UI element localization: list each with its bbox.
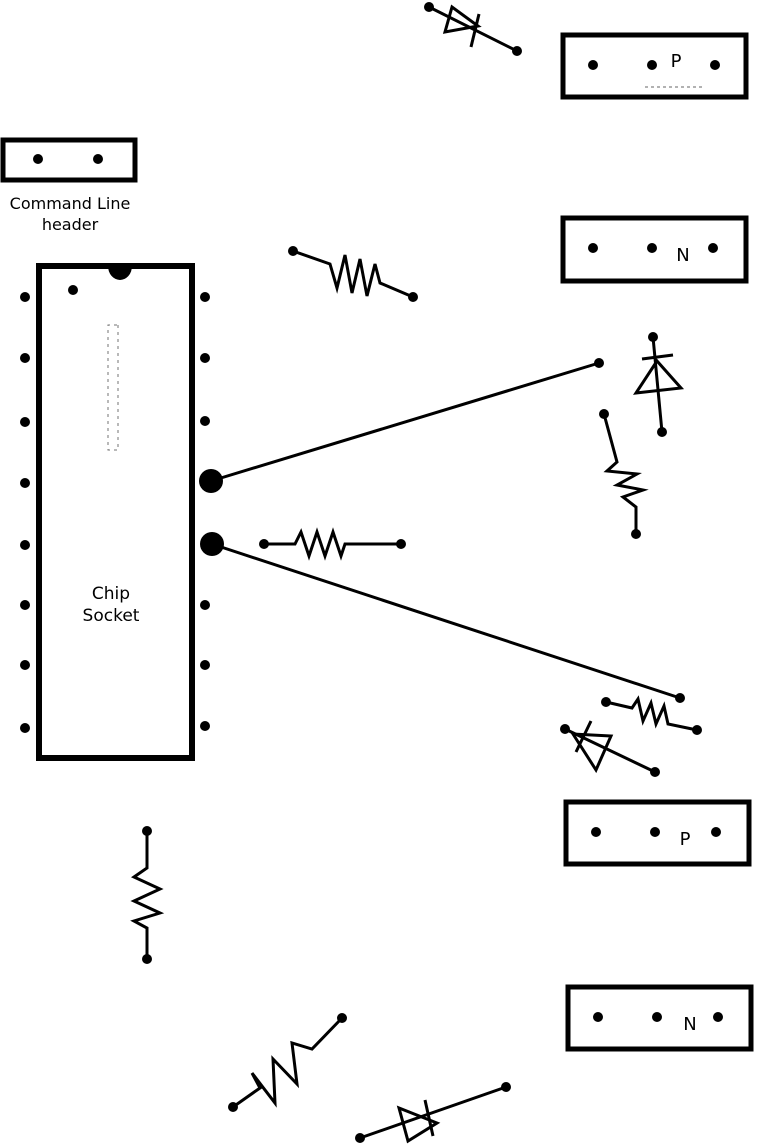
chip-socket-label-2: Socket [83, 606, 140, 626]
pin-one-marker [68, 285, 78, 295]
socket-pin [200, 660, 210, 670]
socket-pin [20, 540, 30, 550]
chip-marking [107, 324, 119, 451]
resistor [599, 409, 649, 539]
resistor [601, 695, 702, 735]
command-line-header [0, 137, 138, 183]
chip-socket-label-1: Chip [92, 584, 130, 604]
socket-pin [200, 416, 210, 426]
socket-pin [20, 353, 30, 363]
wire [211, 542, 681, 700]
socket-pin [20, 292, 30, 302]
socket-pin [20, 478, 30, 488]
chip-socket [20, 263, 224, 761]
header-p-bottom-label: P [680, 829, 691, 850]
wire-end [594, 358, 604, 368]
header-n-bottom-label: N [683, 1014, 696, 1035]
socket-pin [200, 600, 210, 610]
header-n-top [560, 215, 749, 284]
header-p-top-label: P [671, 51, 682, 72]
chip-notch [108, 266, 132, 280]
diode [355, 1082, 511, 1144]
diode [424, 2, 522, 56]
diode [560, 720, 660, 777]
header-pin [93, 154, 103, 164]
socket-pin [20, 660, 30, 670]
resistor [228, 1013, 347, 1112]
wire [210, 361, 600, 483]
resistor [259, 527, 406, 561]
header-pin [33, 154, 43, 164]
wire-end [675, 693, 685, 703]
header-n-bottom [565, 984, 754, 1052]
header-p-top [560, 32, 749, 100]
socket-pin [20, 600, 30, 610]
socket-pin [200, 353, 210, 363]
resistor [288, 246, 418, 302]
socket-pin [20, 723, 30, 733]
command-line-header-label-2: header [42, 215, 99, 234]
resistor [130, 826, 165, 964]
socket-pin [200, 721, 210, 731]
header-p-bottom [563, 799, 752, 867]
socket-pin [20, 417, 30, 427]
command-line-header-label-1: Command Line [10, 194, 131, 213]
diode [632, 332, 685, 437]
header-n-top-label: N [676, 245, 689, 266]
socket-pin [200, 292, 210, 302]
